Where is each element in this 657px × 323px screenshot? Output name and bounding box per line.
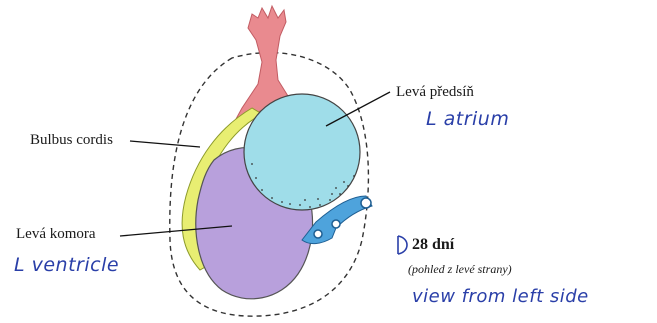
vein-ring-2 xyxy=(332,220,340,228)
vein-ring-3 xyxy=(314,230,322,238)
leader-bulbus-cordis xyxy=(130,141,200,147)
label-view-note: (pohled z levé strany) xyxy=(408,262,512,277)
label-left-ventricle: Levá komora xyxy=(16,226,96,243)
left-atrium-shape xyxy=(244,94,360,210)
handwritten-left-atrium: L atrium xyxy=(426,108,509,130)
label-age: 28 dní xyxy=(412,236,454,254)
vein-ring-1 xyxy=(361,198,371,208)
label-bulbus-cordis: Bulbus cordis xyxy=(30,132,113,149)
handwritten-left-ventricle: L ventricle xyxy=(14,254,119,276)
label-left-atrium: Levá předsíň xyxy=(396,84,474,101)
handwritten-mark xyxy=(398,236,407,254)
handwritten-view-note: view from left side xyxy=(412,286,589,307)
